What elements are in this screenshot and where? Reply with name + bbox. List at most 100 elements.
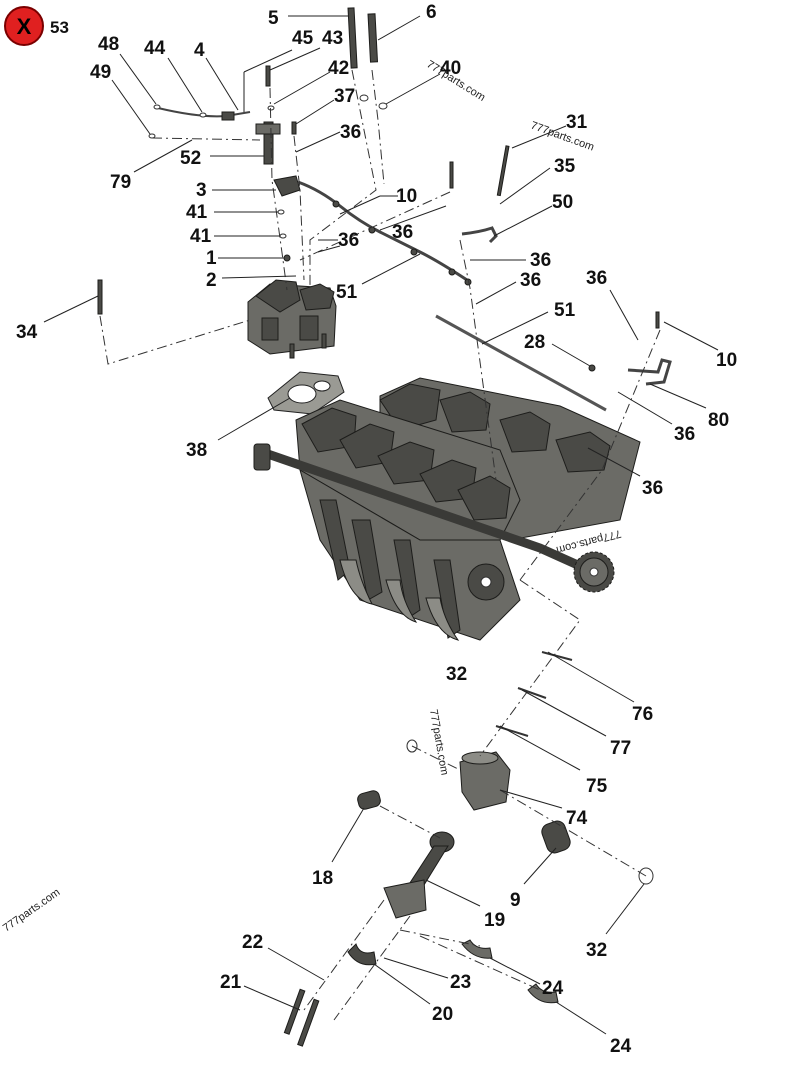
bolt-21 — [283, 988, 306, 1035]
callout-41[interactable]: 41 — [190, 226, 212, 247]
callout-52[interactable]: 52 — [180, 148, 201, 169]
callout-4[interactable]: 4 — [194, 40, 205, 61]
bolt-22 — [297, 998, 320, 1047]
callout-10[interactable]: 10 — [396, 186, 417, 207]
callout-36[interactable]: 36 — [338, 230, 359, 251]
callout-44[interactable]: 44 — [144, 38, 166, 59]
engine-block-assembly — [253, 377, 641, 641]
callout-23[interactable]: 23 — [450, 972, 471, 993]
stud-34 — [97, 279, 103, 315]
callout-79[interactable]: 79 — [110, 172, 131, 193]
callout-74[interactable]: 74 — [566, 808, 588, 829]
ring-77 — [517, 687, 547, 699]
callout-43[interactable]: 43 — [322, 28, 343, 49]
callout-10[interactable]: 10 — [716, 350, 737, 371]
callout-48[interactable]: 48 — [98, 34, 119, 55]
cylinder-head-2 — [247, 279, 337, 359]
stud-10a — [449, 161, 454, 189]
callout-24[interactable]: 24 — [610, 1036, 632, 1057]
callout-36[interactable]: 36 — [674, 424, 695, 445]
fuel-line-51-lower — [435, 314, 607, 412]
piston-74 — [459, 751, 511, 811]
callout-37[interactable]: 37 — [334, 86, 355, 107]
callout-22[interactable]: 22 — [242, 932, 263, 953]
head-gasket-38 — [267, 371, 345, 415]
callout-2[interactable]: 2 — [206, 270, 217, 291]
head-bolts-group — [265, 7, 388, 135]
bearing-20 — [347, 943, 377, 966]
injector-52 — [263, 121, 274, 165]
callout-3[interactable]: 3 — [196, 180, 207, 201]
callout-5[interactable]: 5 — [268, 8, 279, 29]
callout-36[interactable]: 36 — [586, 268, 607, 289]
callout-28[interactable]: 28 — [524, 332, 545, 353]
clip-48 — [153, 104, 161, 110]
callout-24[interactable]: 24 — [542, 978, 564, 999]
callout-18[interactable]: 18 — [312, 868, 333, 889]
callout-42[interactable]: 42 — [328, 58, 349, 79]
clip-44 — [199, 112, 207, 118]
callout-34[interactable]: 34 — [16, 322, 38, 343]
callout-21[interactable]: 21 — [220, 972, 242, 993]
badge-circle — [4, 6, 44, 46]
callout-40[interactable]: 40 — [440, 58, 461, 79]
callout-36[interactable]: 36 — [520, 270, 541, 291]
bolt-6 — [367, 13, 379, 63]
fitting-28 — [588, 364, 596, 372]
stud-36 — [291, 121, 297, 135]
callout-9[interactable]: 9 — [510, 890, 521, 911]
callout-41[interactable]: 41 — [186, 202, 208, 223]
watermark: 777parts.com — [427, 708, 450, 776]
callout-31[interactable]: 31 — [566, 112, 588, 133]
callout-36[interactable]: 36 — [340, 122, 361, 143]
callout-36[interactable]: 36 — [642, 478, 663, 499]
bracket-50 — [461, 226, 498, 244]
callout-49[interactable]: 49 — [90, 62, 111, 83]
fuel-rail-51-upper — [297, 180, 471, 284]
oring-41b — [279, 233, 287, 239]
bushing-18 — [357, 790, 381, 810]
callout-32[interactable]: 32 — [586, 940, 607, 961]
pipe-80 — [627, 358, 672, 386]
callout-36[interactable]: 36 — [392, 222, 413, 243]
washer-37 — [359, 94, 369, 102]
unavailable-part-badge[interactable]: X 53 — [4, 6, 69, 46]
camshaft — [260, 447, 582, 571]
callout-35[interactable]: 35 — [554, 156, 576, 177]
connector-4 — [221, 111, 235, 121]
callout-50[interactable]: 50 — [552, 192, 573, 213]
callout-75[interactable]: 75 — [586, 776, 608, 797]
callout-36[interactable]: 36 — [530, 250, 551, 271]
washer-42 — [267, 105, 275, 111]
callout-51[interactable]: 51 — [554, 300, 576, 321]
callout-32[interactable]: 32 — [446, 664, 467, 685]
camshaft-sprocket — [573, 551, 615, 593]
callout-19[interactable]: 19 — [484, 910, 505, 931]
callout-77[interactable]: 77 — [610, 738, 631, 759]
watermark: 777parts.com — [1, 886, 62, 934]
fuel-rail-fittings — [332, 200, 472, 286]
callout-20[interactable]: 20 — [432, 1004, 453, 1025]
badge-symbol: X — [17, 14, 32, 39]
callout-38[interactable]: 38 — [186, 440, 207, 461]
leader-lines — [43, 15, 719, 1035]
stud-31 — [496, 145, 510, 197]
ring-76 — [541, 651, 573, 661]
callout-80[interactable]: 80 — [708, 410, 729, 431]
callout-6[interactable]: 6 — [426, 2, 437, 23]
washer-40 — [378, 102, 388, 110]
stud-45 — [265, 65, 271, 87]
fuel-injector-group — [148, 104, 301, 262]
injector-top — [255, 123, 281, 135]
wrist-pin-9 — [541, 820, 571, 854]
callout-51[interactable]: 51 — [336, 282, 358, 303]
piston-assembly — [283, 651, 654, 1047]
callout-1[interactable]: 1 — [206, 248, 217, 269]
callout-45[interactable]: 45 — [292, 28, 314, 49]
callout-76[interactable]: 76 — [632, 704, 653, 725]
bearing-24b — [527, 983, 559, 1004]
callout-labels: 5 6 45 43 48 44 4 42 40 49 37 36 31 52 3… — [16, 2, 737, 1057]
clamp-3 — [273, 175, 301, 197]
watermark: 777parts.com — [555, 527, 622, 556]
assembly-lines — [99, 69, 661, 1021]
